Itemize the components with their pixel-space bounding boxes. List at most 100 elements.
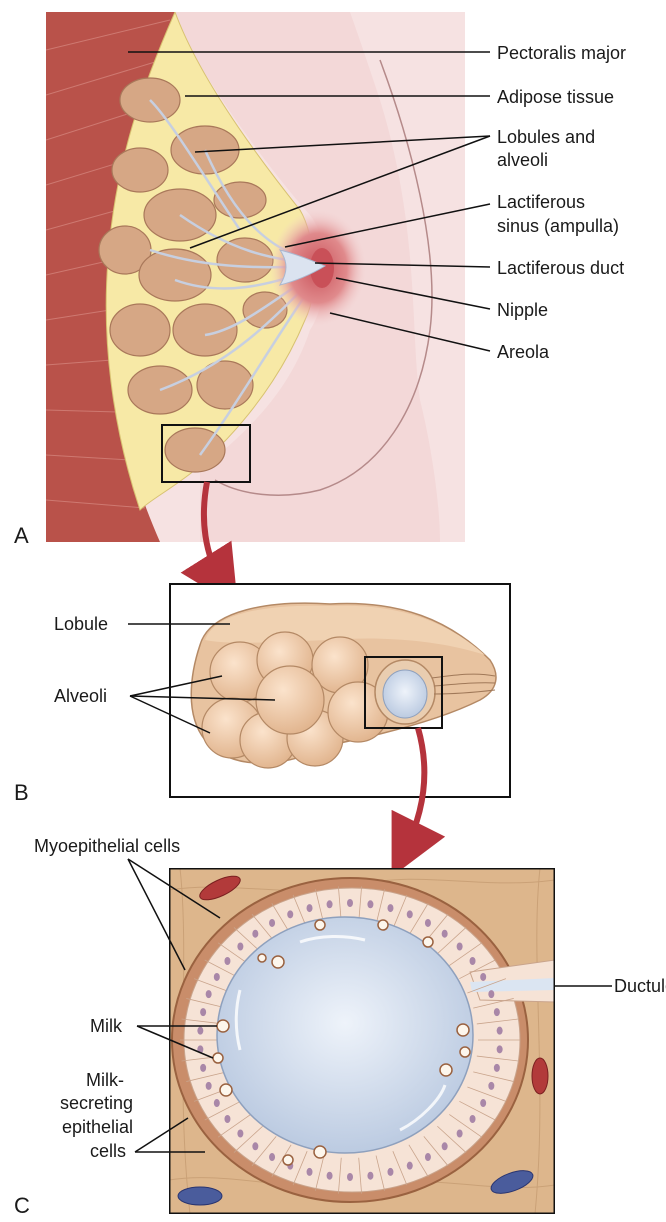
panel-c-leader-lines <box>127 858 612 1153</box>
cell-nucleus <box>424 1153 431 1162</box>
cell-boundary <box>476 1018 519 1025</box>
cell-boundary <box>467 978 507 994</box>
cell-nucleus <box>493 1008 500 1017</box>
panel-a-leader-lines <box>128 51 491 352</box>
ductule-lumen <box>470 978 555 992</box>
alveolar-lumen <box>216 916 474 1154</box>
label-areola: Areola <box>497 342 550 362</box>
cell-nucleus <box>480 972 487 981</box>
label-ductule: Ductule <box>614 976 666 996</box>
label-sinus-line1: Lactiferous <box>497 192 585 212</box>
cell-boundary <box>251 1136 277 1167</box>
cell-nucleus <box>326 1171 333 1180</box>
cell-nucleus <box>269 1153 276 1162</box>
cell-boundary <box>338 886 342 923</box>
cell-nucleus <box>287 910 294 919</box>
cell-nucleus <box>200 1008 207 1017</box>
cell-nucleus <box>197 1026 204 1035</box>
epithelial-cells <box>180 886 520 1194</box>
panel-a-breast-section <box>46 12 465 542</box>
cell-nucleus <box>488 1081 495 1090</box>
cell-nucleus <box>424 918 431 927</box>
label-milk: Milk <box>90 1016 123 1036</box>
breast-outline <box>170 12 440 542</box>
cell-nucleus <box>469 1115 476 1124</box>
cell-boundary <box>292 1151 308 1186</box>
label-secreting-line1: Milk- <box>86 1070 124 1090</box>
panel-b-labels: Lobule Alveoli B <box>14 614 108 805</box>
inset-box-b <box>364 656 443 729</box>
blood-vessel <box>490 1170 534 1194</box>
blood-vessel <box>531 1057 549 1095</box>
cell-boundary <box>423 1136 449 1167</box>
cell-nucleus <box>406 910 413 919</box>
label-myoepithelial-cells: Myoepithelial cells <box>34 836 180 856</box>
cell-nucleus <box>480 1099 487 1108</box>
cell-boundary <box>437 1125 467 1153</box>
label-lobule: Lobule <box>54 614 108 634</box>
cell-nucleus <box>213 1099 220 1108</box>
cell-nucleus <box>367 900 374 909</box>
muscle-striations <box>46 19 171 509</box>
cell-nucleus <box>441 929 448 938</box>
cell-nucleus <box>269 918 276 927</box>
breast-contour-line <box>214 59 433 496</box>
lobule-duct-lines <box>431 673 496 695</box>
cell-nucleus <box>387 904 394 913</box>
alveoli-cluster <box>201 631 389 769</box>
cell-boundary <box>375 1155 385 1191</box>
cell-boundary <box>459 959 496 980</box>
label-lobules-line1: Lobules and <box>497 127 595 147</box>
cell-nucleus <box>493 1063 500 1072</box>
cell-boundary <box>437 927 467 955</box>
cell-nucleus <box>387 1167 394 1176</box>
cell-boundary <box>204 1100 241 1121</box>
cell-boundary <box>217 1114 251 1138</box>
cell-nucleus <box>200 1063 207 1072</box>
cell-nucleus <box>488 990 495 999</box>
cell-boundary <box>392 894 408 929</box>
lactiferous-sinus <box>278 249 327 286</box>
blood-vessel <box>199 875 241 901</box>
panel-b-lobule <box>169 583 511 798</box>
cell-nucleus <box>252 929 259 938</box>
pectoralis-muscle <box>46 12 175 542</box>
alveolus-lumen-b <box>382 669 428 719</box>
panel-c-labels: Myoepithelial cells Ductule Milk Milk- s… <box>14 836 666 1218</box>
cell-boundary <box>459 1100 496 1121</box>
cell-nucleus <box>496 1026 503 1035</box>
cell-nucleus <box>306 904 313 913</box>
cell-nucleus <box>252 1142 259 1151</box>
cell-nucleus <box>326 900 333 909</box>
panel-letter-c: C <box>14 1193 30 1218</box>
cell-nucleus <box>306 1167 313 1176</box>
label-secreting-line3: epithelial <box>62 1117 133 1137</box>
cell-boundary <box>315 1155 325 1191</box>
cell-nucleus <box>347 899 353 907</box>
cell-nucleus <box>205 1081 212 1090</box>
label-lactiferous-duct: Lactiferous duct <box>497 258 624 278</box>
cell-nucleus <box>367 1171 374 1180</box>
cell-boundary <box>473 998 514 1009</box>
cell-nucleus <box>496 1045 503 1054</box>
cell-boundary <box>271 1144 292 1177</box>
cell-nucleus <box>237 1129 244 1138</box>
cell-nucleus <box>205 990 212 999</box>
cell-boundary <box>392 1151 408 1186</box>
panel-letter-b: B <box>14 780 29 805</box>
blood-vessel <box>177 1186 223 1206</box>
arrow-b-to-c <box>391 727 446 877</box>
label-lobules-line2: alveoli <box>497 150 548 170</box>
label-secreting-line2: secreting <box>60 1093 133 1113</box>
cell-boundary <box>408 1144 429 1177</box>
cell-boundary <box>476 1055 519 1062</box>
cell-boundary <box>449 942 483 966</box>
cell-nucleus <box>441 1142 448 1151</box>
cell-nucleus <box>469 956 476 965</box>
label-adipose-tissue: Adipose tissue <box>497 87 614 107</box>
label-secreting-line4: cells <box>90 1141 126 1161</box>
cell-boundary <box>358 1157 362 1194</box>
cell-boundary <box>233 1125 263 1153</box>
cell-nucleus <box>456 1129 463 1138</box>
panel-a-labels: Pectoralis major Adipose tissue Lobules … <box>14 43 626 548</box>
